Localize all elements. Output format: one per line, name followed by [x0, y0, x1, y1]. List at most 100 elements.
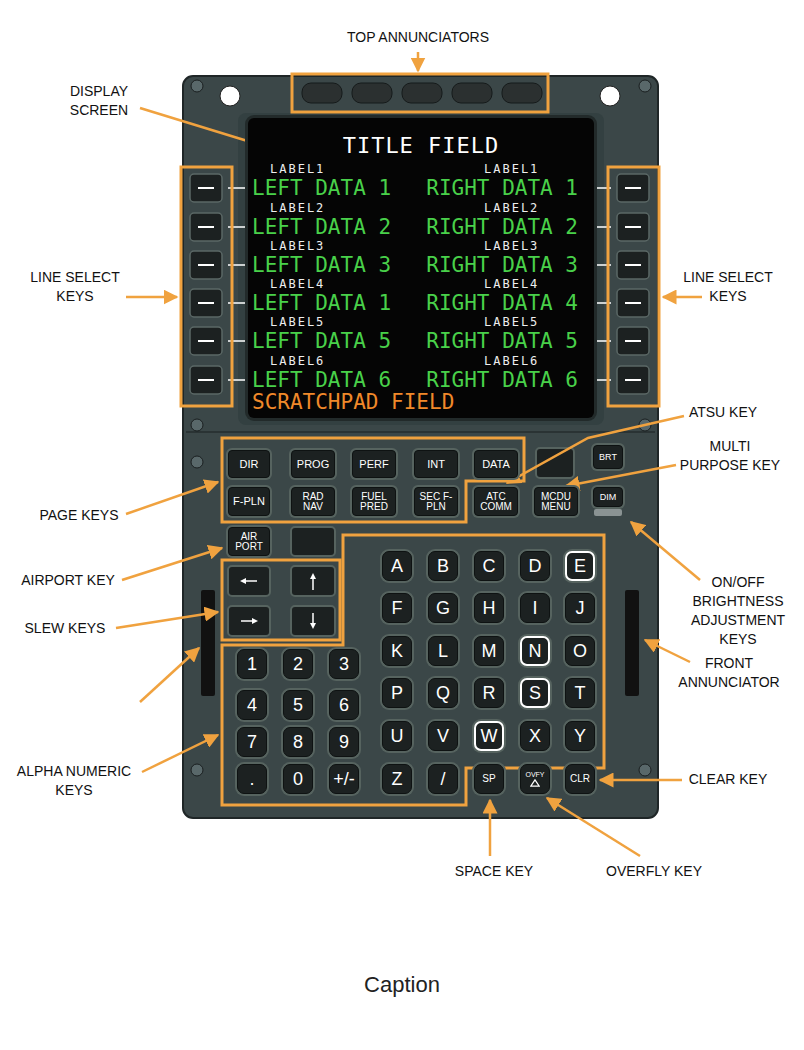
clear-key: CLR — [565, 764, 595, 794]
key-legend: E — [574, 557, 586, 575]
key-legend: DIM — [600, 493, 617, 502]
key-legend: I — [532, 599, 537, 617]
callout-label: DISPLAY SCREEN — [54, 82, 144, 120]
key-legend: D — [529, 557, 542, 575]
page-key: SEC F-PLN — [414, 487, 458, 516]
alpha-key: Z — [382, 764, 412, 794]
leader-line — [417, 52, 420, 71]
key-legend: 1 — [247, 655, 257, 673]
screen-text: LEFT DATA 2 — [252, 216, 391, 238]
alpha-key: Y — [565, 721, 595, 751]
annunciator-light — [502, 83, 542, 103]
key-legend: Q — [436, 684, 450, 702]
key-legend: L — [438, 642, 448, 660]
brightness-key: DIM — [593, 487, 623, 507]
key-legend: / — [440, 770, 445, 788]
leader-line — [547, 798, 640, 856]
callout-label: FRONT ANNUNCIATOR — [674, 654, 784, 692]
key-legend: H — [483, 599, 496, 617]
key-legend: G — [436, 599, 450, 617]
callout-label: LINE SELECT KEYS — [20, 268, 130, 306]
leader-line — [142, 735, 218, 772]
callout-label: ON/OFF BRIGHTNESS ADJUSTMENT KEYS — [683, 573, 793, 649]
alpha-key: / — [428, 764, 458, 794]
blank-keys — [291, 448, 574, 556]
key-legend: 5 — [293, 696, 303, 714]
numeric-key: 1 — [237, 649, 267, 679]
screen-text: LEFT DATA 5 — [252, 330, 391, 352]
screen-text: LABEL1 — [484, 163, 539, 176]
numeric-key: 7 — [237, 727, 267, 757]
dim-indicator — [594, 509, 622, 516]
numeric-key: 2 — [283, 649, 313, 679]
group-outline — [181, 167, 232, 406]
alpha-key: F — [382, 593, 412, 623]
key-legend: J — [576, 599, 585, 617]
callout-label: AIRPORT KEY — [13, 571, 123, 590]
alpha-key: M — [474, 636, 504, 666]
key-legend: 9 — [339, 733, 349, 751]
brightness-key: BRT — [593, 445, 623, 469]
caption: Caption — [252, 971, 552, 999]
space-key: SP — [474, 764, 504, 794]
callout-label: ATSU KEY — [673, 403, 773, 422]
key-legend: DIR — [240, 459, 259, 470]
screen-text: LEFT DATA 3 — [252, 254, 391, 276]
key-legend: CLR — [570, 774, 590, 784]
key-legend: K — [391, 642, 403, 660]
key-legend: M — [482, 642, 497, 660]
alpha-key: O — [565, 636, 595, 666]
key-legend: PERF — [359, 459, 388, 470]
group-outline — [608, 167, 659, 406]
callout-label: OVERFLY KEY — [594, 862, 714, 881]
key-legend: N — [529, 642, 542, 660]
page-key: INT — [414, 450, 458, 478]
screen-bezel — [238, 113, 604, 425]
slew-key — [228, 606, 270, 636]
slew-keys — [222, 560, 340, 640]
callout-label: SLEW KEYS — [10, 619, 120, 638]
leader-line — [126, 482, 218, 514]
arrow-symbol — [252, 618, 258, 624]
housing — [183, 76, 658, 818]
callout-label: SPACE KEY — [434, 862, 554, 881]
callout-label: ALPHA NUMERIC KEYS — [9, 762, 139, 800]
key-legend: INT — [427, 459, 445, 470]
numeric-key: +/- — [329, 764, 359, 794]
alpha-key: H — [474, 593, 504, 623]
key-legend: 6 — [339, 696, 349, 714]
screen-text: LABEL3 — [270, 240, 325, 253]
key-legend: U — [391, 727, 404, 745]
callout-label: TOP ANNUNCIATORS — [318, 28, 518, 47]
annunciator-light — [352, 83, 392, 103]
screen-text: LABEL3 — [484, 240, 539, 253]
alpha-key: L — [428, 636, 458, 666]
overfly-symbol — [530, 779, 540, 787]
key-legend: S — [529, 684, 541, 702]
alpha-key: V — [428, 721, 458, 751]
screen-text: LABEL4 — [484, 278, 539, 291]
arrow-symbol — [310, 623, 316, 629]
key-dash — [198, 188, 214, 380]
key-legend: Y — [574, 727, 586, 745]
leader-line — [600, 779, 682, 782]
group-outline — [292, 74, 548, 112]
annunciator-light — [302, 83, 342, 103]
alpha-key: K — [382, 636, 412, 666]
key-legend: 7 — [247, 733, 257, 751]
screen-text: LEFT DATA 1 — [252, 292, 391, 314]
alpha-key: N — [520, 636, 550, 666]
alpha-key: A — [382, 551, 412, 581]
key-legend: DATA — [482, 459, 510, 470]
screw — [191, 80, 203, 92]
arrow-symbol — [240, 578, 246, 584]
key-legend: OVFY — [525, 771, 544, 778]
arrow-symbol — [310, 573, 316, 579]
key-legend: W — [481, 727, 498, 745]
key-legend: . — [249, 770, 254, 788]
key-legend: 3 — [339, 655, 349, 673]
screen-text: LABEL2 — [270, 202, 325, 215]
key-legend: 8 — [293, 733, 303, 751]
key-legend: F-PLN — [233, 496, 265, 507]
slew-key — [291, 566, 335, 596]
